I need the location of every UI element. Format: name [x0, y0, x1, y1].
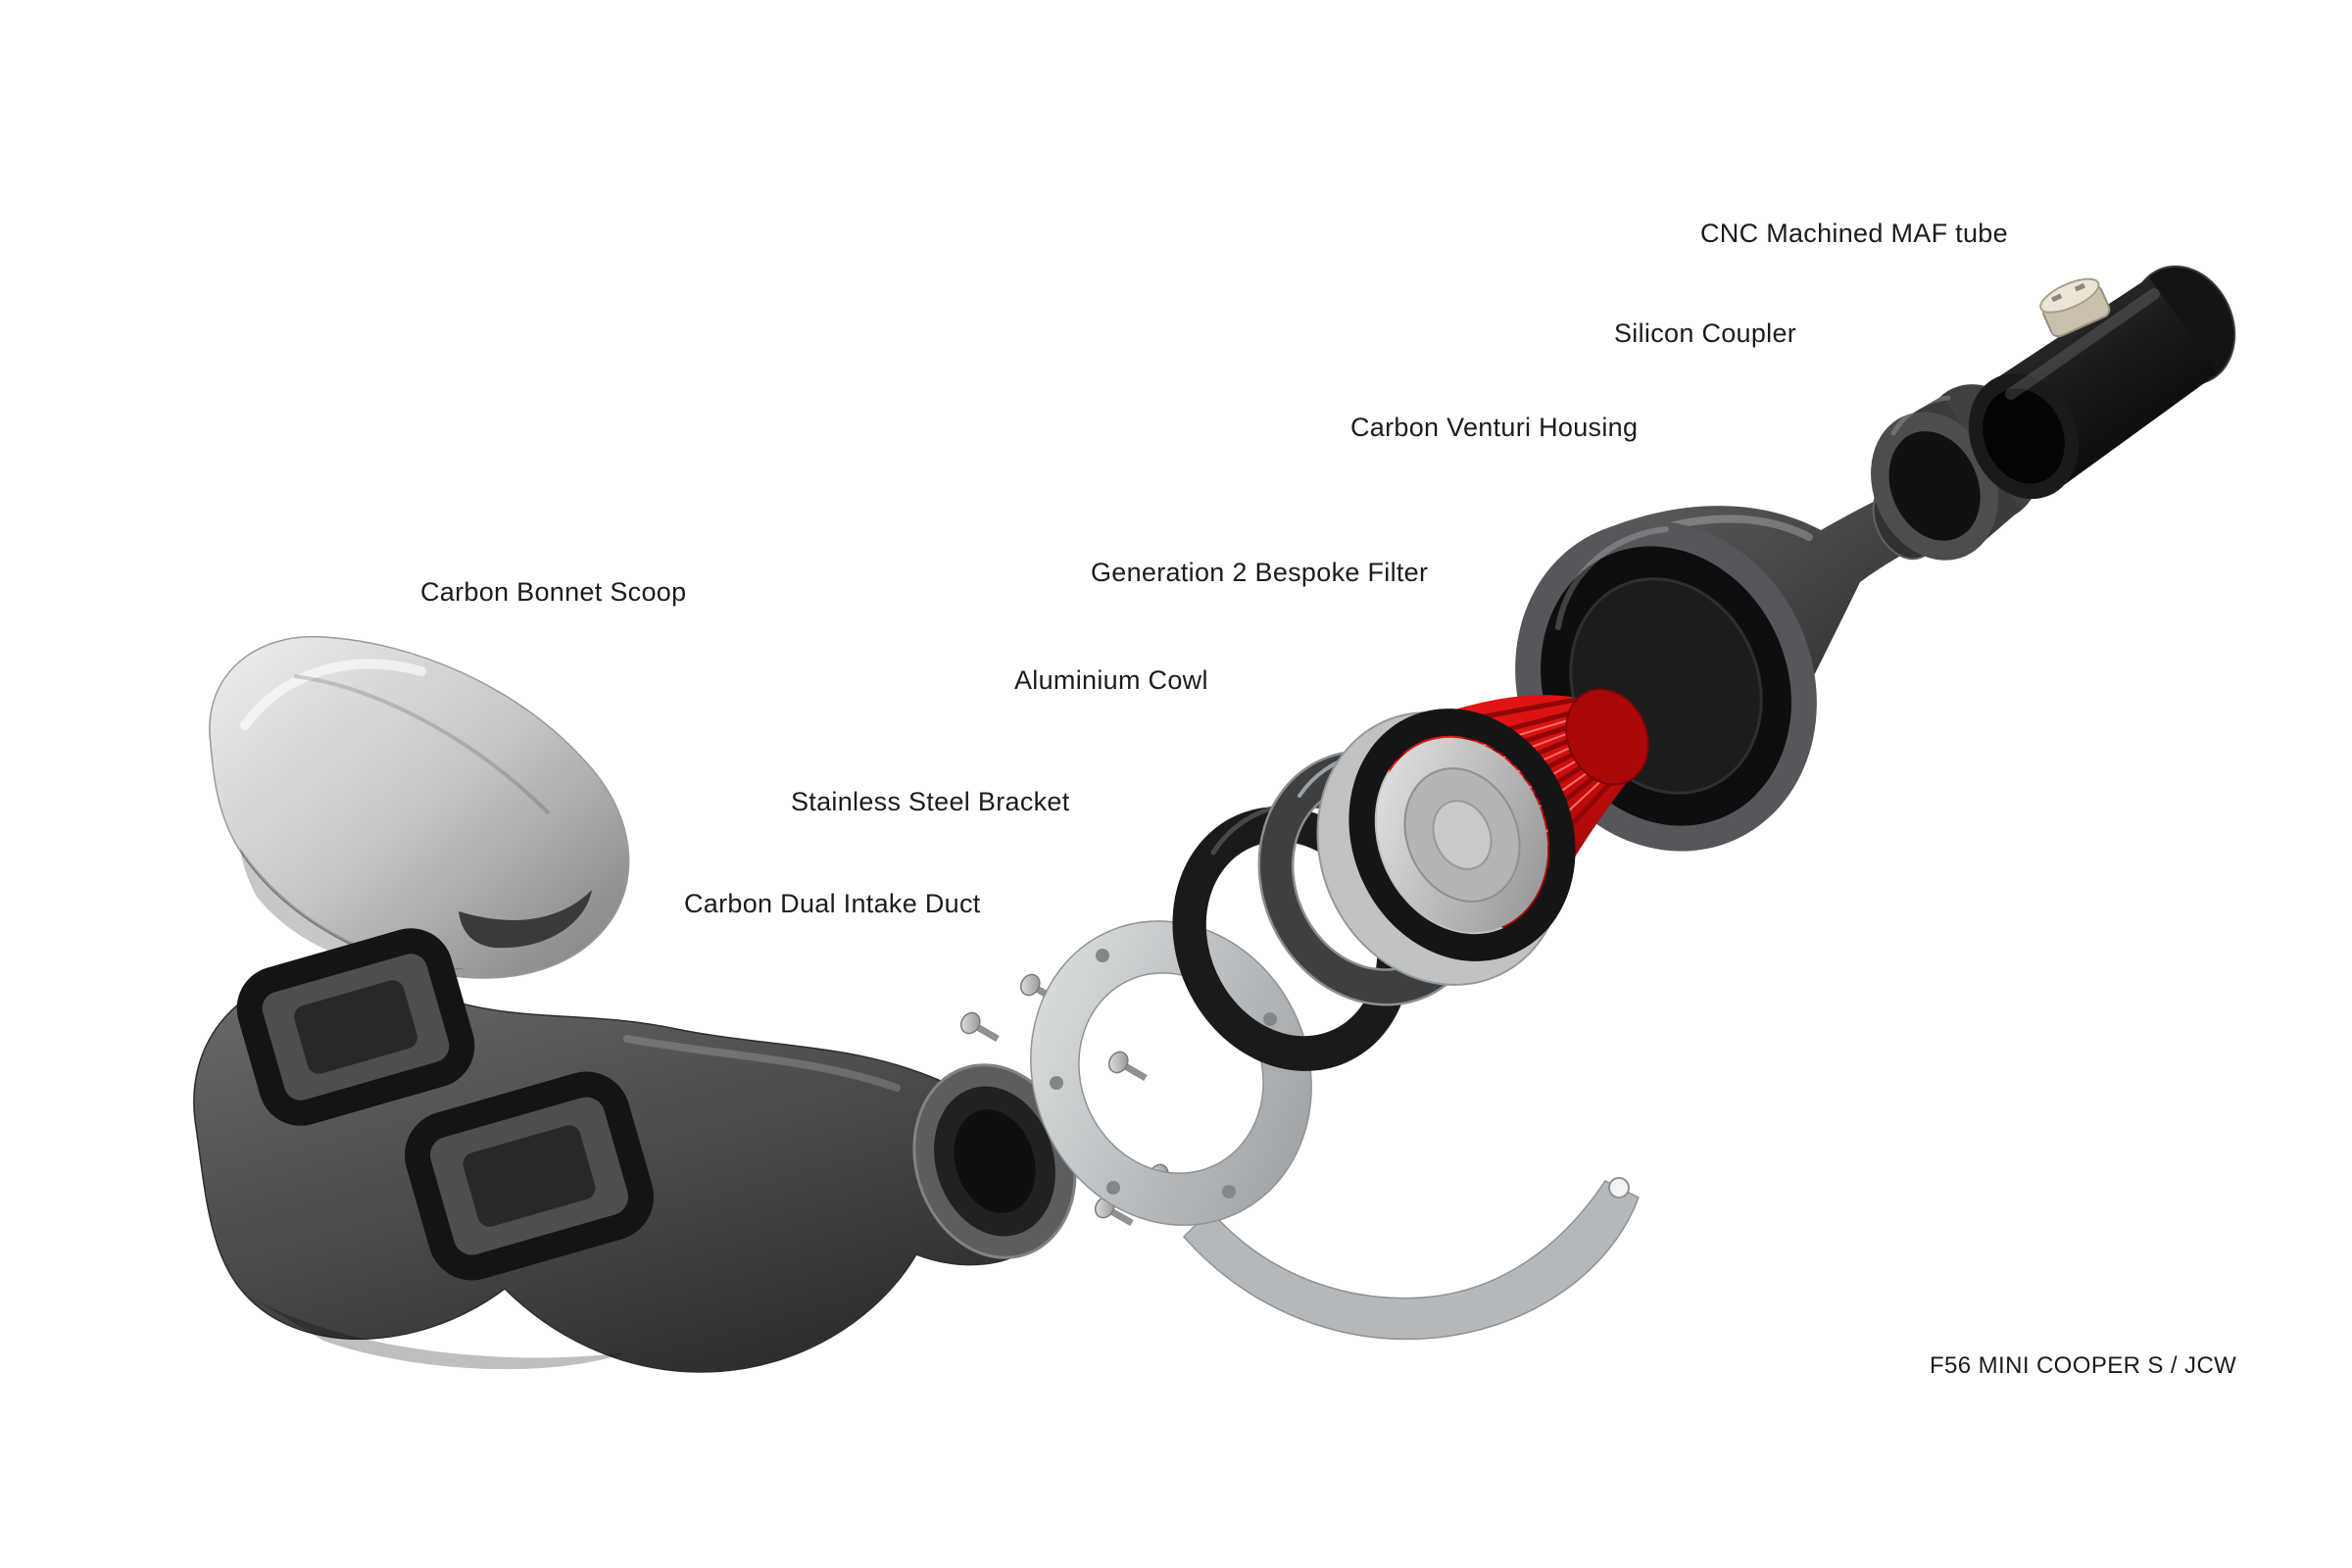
carbon-bonnet-scoop-part: [209, 635, 630, 979]
label-intake-duct: Carbon Dual Intake Duct: [684, 889, 981, 918]
label-venturi-housing: Carbon Venturi Housing: [1350, 413, 1639, 442]
model-caption: F56 MINI COOPER S / JCW: [1930, 1352, 2237, 1379]
maf-sensor-fitting: [2039, 277, 2111, 338]
label-maf-tube: CNC Machined MAF tube: [1700, 219, 2008, 248]
duct-funnel-opening: [912, 1063, 1077, 1259]
label-silicon-coupler: Silicon Coupler: [1614, 318, 1797, 348]
label-bonnet-scoop: Carbon Bonnet Scoop: [420, 577, 687, 607]
cnc-machined-maf-tube-part: [1968, 265, 2236, 500]
label-aluminium-cowl: Aluminium Cowl: [1014, 665, 1208, 695]
stainless-steel-bracket-part: [1030, 920, 1640, 1341]
duct-port-gasket-2: [404, 1071, 655, 1281]
carbon-dual-intake-duct-part: [193, 928, 1077, 1373]
label-bespoke-filter: Generation 2 Bespoke Filter: [1091, 558, 1429, 587]
scoop-vent-slot: [459, 890, 592, 949]
duct-port-gasket-1: [236, 928, 475, 1126]
label-steel-bracket: Stainless Steel Bracket: [791, 787, 1070, 816]
generation-2-bespoke-filter-part: [1316, 688, 1649, 986]
